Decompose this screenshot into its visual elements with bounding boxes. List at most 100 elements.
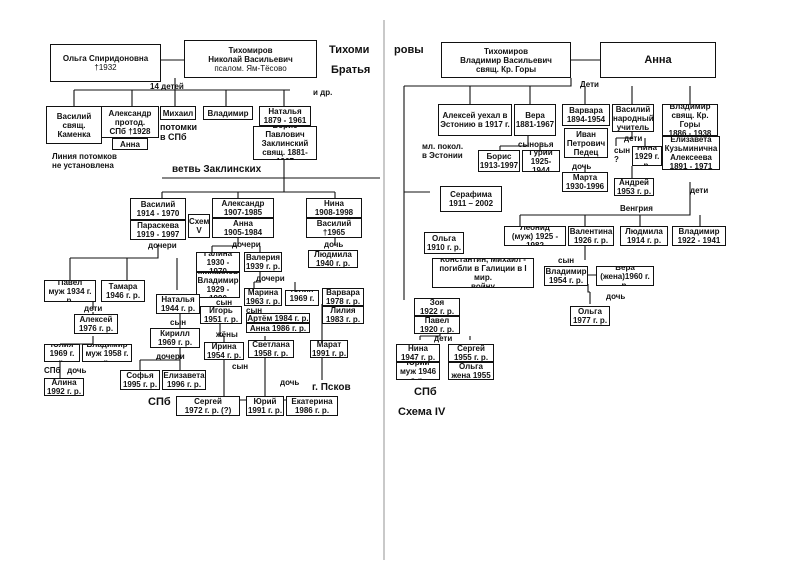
serafima-box: Серафима 1911 – 2002 — [440, 186, 502, 212]
lyudmila2-box: Людмила 1914 г. р. — [620, 226, 668, 246]
alina-text: Алина 1992 г. р. — [46, 378, 82, 396]
son5-label: сын ? — [614, 146, 631, 164]
left-header-title: Тихоми — [329, 44, 370, 56]
anna-head-text: Анна — [644, 53, 672, 66]
scheme-iv-label: Схема IV — [398, 406, 446, 418]
alexei1-text: Алексей 1976 г. р. — [78, 315, 114, 333]
alexander2-box: Александр 1907-1985 — [212, 198, 274, 218]
ekaterina-text: Екатерина 1986 г. р. — [291, 397, 333, 415]
mikhail-box: Михаил — [160, 106, 196, 120]
tamara-text: Тамара 1946 г. р. — [105, 282, 141, 300]
yuri1-box: Юрий 1991 г. р. — [246, 396, 284, 416]
right-header-title: ровы — [394, 44, 424, 56]
elizaveta1-text: Елизавета 1996 г. р. — [163, 371, 205, 389]
valentina-text: Валентина 1926 г. р. — [569, 227, 613, 245]
daughter4-label: дочь — [606, 292, 626, 301]
svetlana-box: Светлана 1958 г. р. — [248, 340, 294, 358]
elizaveta1-box: Елизавета 1996 г. р. — [162, 370, 206, 390]
andrei-box: Андрей 1953 г. р. — [614, 178, 654, 196]
ekaterina-box: Екатерина 1986 г. р. — [286, 396, 338, 416]
alexander1-box: Александр протод. СПб †1928 — [101, 106, 159, 138]
olga2-text: Ольга 1910 г. р. — [426, 234, 462, 252]
vladimir4-box: Владимир 1954 г. р. — [544, 266, 588, 286]
vasily2-text: Василий 1914 - 1970 — [136, 200, 180, 218]
children2-label: дети — [624, 134, 643, 143]
svetlana-text: Светлана 1958 г. р. — [252, 340, 290, 358]
olga4-text: Ольга жена 1955 — [451, 362, 491, 380]
elizaveta2-box: Елизавета Кузьминична Алексеева 1891 - 1… — [662, 136, 720, 170]
boris-box: Борис Павлович Заклинский свящ. 1881-196… — [253, 126, 317, 160]
marina-box: Марина 1963 г. р. — [244, 288, 282, 306]
spb-daughter-label: СПб дочь — [44, 366, 87, 375]
sofya-text: Софья 1995 г. р. — [122, 371, 158, 389]
liliya-box: Лилия 1983 г. р. — [322, 306, 364, 324]
marat-text: Марат 1991 г. р. — [311, 340, 347, 358]
zoya-text: Зоя 1922 г. р. — [419, 298, 455, 316]
galina-box: Галина 1930 - 1970 — [196, 252, 240, 272]
vasily-teacher-box: Василий народный учитель — [612, 104, 654, 132]
galina-text: Галина 1930 - 1970 — [203, 252, 233, 272]
lyudmila2-text: Людмила 1914 г. р. — [625, 227, 663, 245]
lineage-unknown-label: Линия потомков не установлена — [52, 152, 117, 170]
boris2-box: Борис 1913-1997 — [478, 150, 520, 172]
alina-box: Алина 1992 г. р. — [44, 378, 84, 396]
yulia2-text: Юлия 1969 г. р. — [49, 344, 75, 362]
leonid-box: Леонид (муж) 1925 - 1982 — [504, 226, 566, 246]
artem-box: Артём 1984 г. р. — [246, 313, 310, 323]
sons-label: сыновья — [518, 140, 554, 149]
vasily3-box: Василий †1965 — [306, 218, 362, 238]
kirill-text: Кирилл 1969 г. р. — [157, 329, 193, 347]
estonia-label: мл. покол. в Эстонии — [422, 142, 464, 160]
yuri2-text: Юрий муж 1946 г. р. — [399, 362, 437, 380]
konstantin-box: Константин, Михаил - погибли в Галиции в… — [432, 258, 534, 288]
vasily-head-box: Тихомиров Владимир Васильевич свящ. Кр. … — [441, 42, 571, 78]
vera-text: Вера 1881-1967 — [515, 111, 555, 129]
varvara2-box: Варвара 1894-1954 — [562, 104, 610, 126]
alexei-emig-text: Алексей уехал в Эстонию в 1917 г. — [440, 111, 510, 129]
son4-label: сын — [232, 362, 249, 371]
kirill-box: Кирилл 1969 г. р. — [150, 328, 200, 348]
vladimir4-text: Владимир 1954 г. р. — [545, 267, 587, 285]
nikolai-note: псалом. Ям-Тёсово — [214, 63, 287, 73]
alexander2-text: Александр 1907-1985 — [221, 199, 265, 217]
marina-text: Марина 1963 г. р. — [245, 288, 281, 306]
varvara1-text: Варвара 1978 г. р. — [325, 288, 361, 306]
vasily2-box: Василий 1914 - 1970 — [130, 198, 186, 220]
children-label-right: Дети — [580, 80, 599, 89]
children3-label: дети — [690, 186, 709, 195]
olga3-box: Ольга 1977 г. р. — [570, 306, 610, 326]
varvara1-box: Варвара 1978 г. р. — [322, 288, 364, 306]
mikhailov-box: Михайлов Владимир 1929 - 1990 — [196, 272, 240, 298]
son1-label: сын — [170, 318, 187, 327]
ivan-box: Иван Петрович Педец — [564, 128, 608, 158]
anna2-box: Анна 1905-1984 — [212, 218, 274, 238]
sergei2-box: Сергей 1955 г. р. — [448, 344, 494, 362]
anna3-box: Анна 1986 г. р. — [246, 323, 310, 333]
varvara2-text: Варвара 1894-1954 — [566, 106, 606, 124]
yulia2-box: Юлия 1969 г. р. — [44, 344, 80, 362]
guri-box: Гурий 1925-1944 — [522, 150, 560, 172]
children1-label: дети — [84, 304, 103, 313]
natalya1-box: Наталья 1879 - 1961 — [259, 106, 311, 126]
daughter3-label: дочь — [572, 162, 592, 171]
pavel1-text: Павел муж 1934 г. р. — [48, 280, 92, 302]
olga-spiridonovna-box: Ольга Спиридоновна †1932 — [50, 44, 161, 82]
daughters2-label: дочери — [232, 240, 261, 249]
alexei-emig-box: Алексей уехал в Эстонию в 1917 г. — [438, 104, 512, 136]
olga-date: †1932 — [94, 63, 117, 72]
vasily1-box: Василий свящ. Каменка — [46, 106, 102, 144]
marta-box: Марта 1930-1996 — [562, 172, 608, 192]
nina1-box: Нина 1908-1998 — [306, 198, 362, 218]
pskov-label: г. Псков — [312, 382, 351, 393]
valeria-text: Валерия 1939 г. р. — [245, 253, 281, 271]
daughter1-label: дочь — [324, 240, 344, 249]
vera2-text: Вера (жена)1960 г. р. — [600, 266, 650, 286]
mikhailov-text: Михайлов Владимир 1929 - 1990 — [197, 273, 239, 297]
zoya-box: Зоя 1922 г. р. — [414, 298, 460, 316]
valeria-box: Валерия 1939 г. р. — [244, 252, 282, 272]
lyudmila1-box: Людмила 1940 г. р. — [308, 250, 358, 268]
irina-box: Ирина 1954 г. р. — [204, 342, 244, 360]
lyudmila1-text: Людмила 1940 г. р. — [314, 250, 352, 268]
son6-label: сын — [558, 256, 575, 265]
liliya-text: Лилия 1983 г. р. — [325, 306, 361, 324]
